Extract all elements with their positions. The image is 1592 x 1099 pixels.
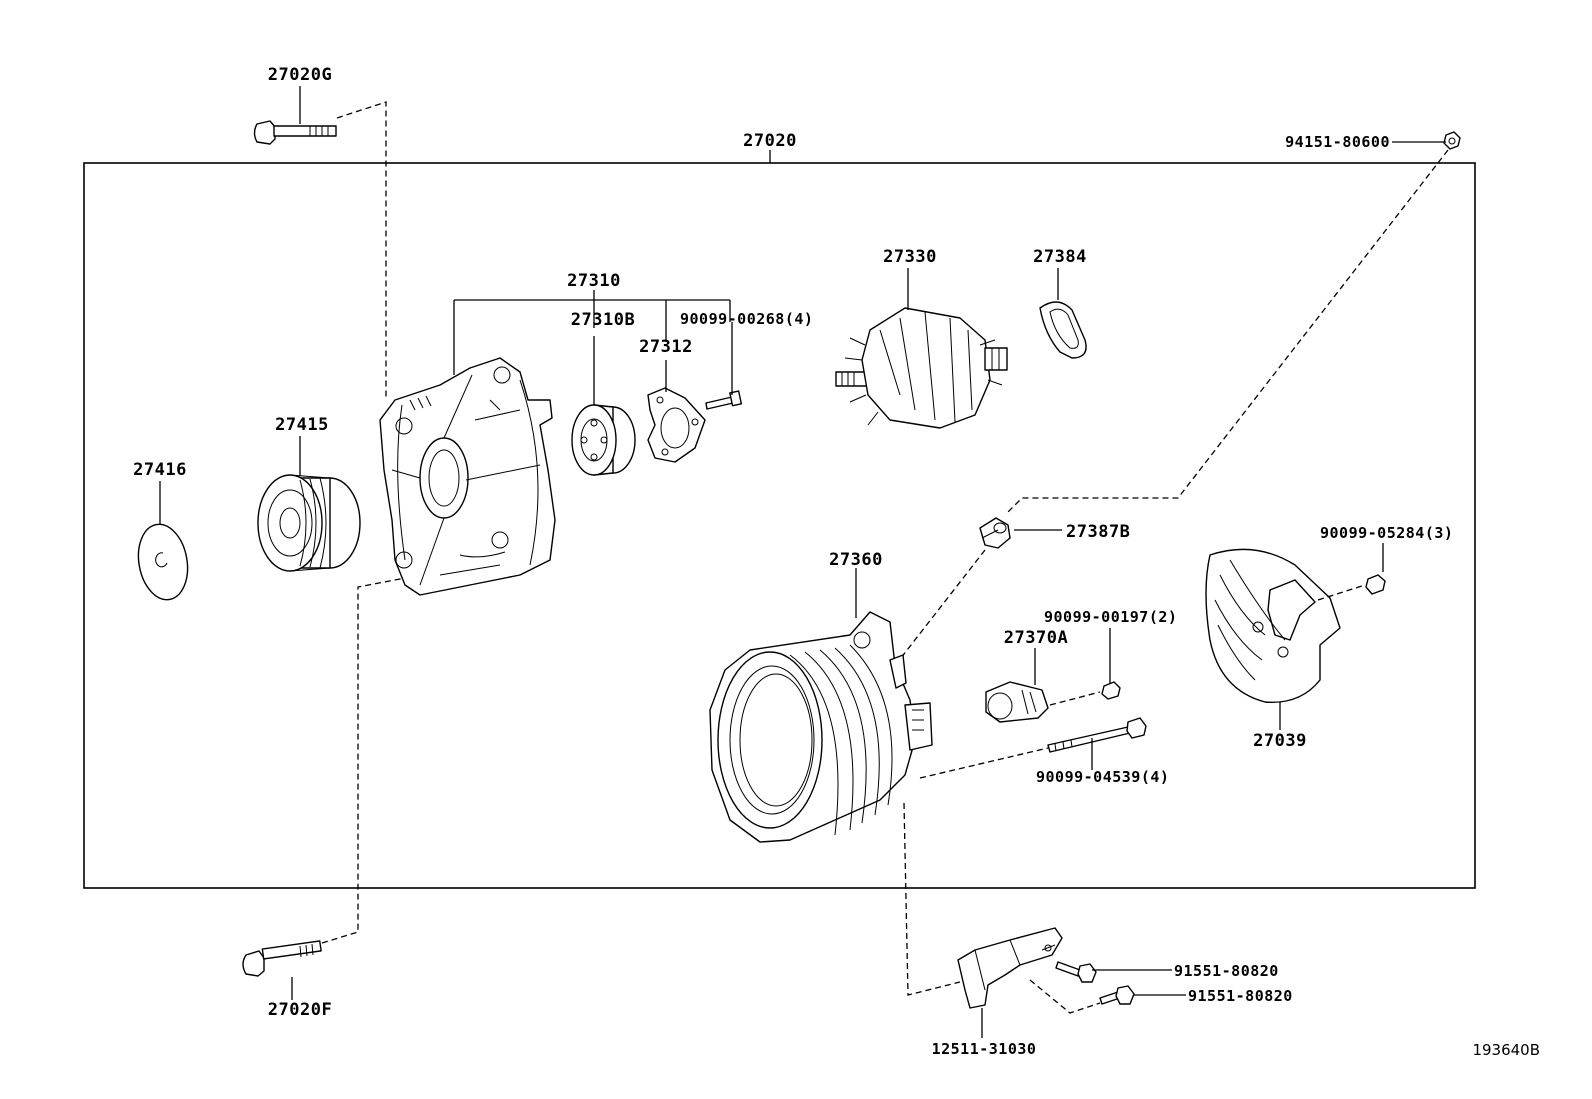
rotor-27330-drawing — [835, 307, 1008, 429]
rear-cover-27039-drawing — [1205, 548, 1341, 704]
label-27370a: 27370A — [1004, 628, 1068, 648]
assembly-frame — [83, 162, 1476, 889]
pulley-27415-drawing — [257, 474, 361, 572]
label-27330: 27330 — [883, 247, 937, 267]
label-94151-80600: 94151-80600 — [1285, 133, 1390, 151]
label-90099-00197: 90099-00197(2) — [1044, 608, 1177, 626]
label-27020: 27020 — [743, 131, 797, 151]
label-90099-04539: 90099-04539(4) — [1036, 768, 1169, 786]
bolt-90099-04539-drawing — [1047, 717, 1147, 753]
ring-27384-drawing — [1039, 301, 1087, 359]
bolt-91551-80820b-drawing — [1099, 985, 1135, 1005]
label-27310: 27310 — [567, 271, 621, 291]
figure-number: 193640B — [1472, 1041, 1540, 1059]
label-90099-00268: 90099-00268(4) — [680, 310, 813, 328]
cap-27416-drawing — [137, 523, 189, 601]
label-27039: 27039 — [1253, 731, 1307, 751]
insulator-27387b-drawing — [979, 517, 1011, 549]
bearing-27310b-drawing — [571, 404, 636, 476]
label-90099-05284: 90099-05284(3) — [1320, 524, 1453, 542]
label-27312: 27312 — [639, 337, 693, 357]
label-91551-80820-upper: 91551-80820 — [1174, 962, 1279, 980]
regulator-27370a-drawing — [985, 681, 1049, 723]
bracket-12511-31030-drawing — [957, 927, 1063, 1009]
bolt-27020g-drawing — [253, 120, 337, 145]
nut-94151-80600-drawing — [1443, 131, 1461, 150]
rectifier-end-frame-27360-drawing — [709, 611, 933, 843]
label-27310b: 27310B — [571, 310, 635, 330]
label-27360: 27360 — [829, 550, 883, 570]
label-27415: 27415 — [275, 415, 329, 435]
label-27384: 27384 — [1033, 247, 1087, 267]
drive-end-frame-drawing — [379, 357, 556, 596]
label-27020g: 27020G — [268, 65, 332, 85]
bolt-27020f-drawing — [242, 940, 322, 977]
label-27020f: 27020F — [268, 1000, 332, 1020]
retainer-27312-drawing — [647, 387, 706, 463]
label-12511-31030: 12511-31030 — [932, 1040, 1037, 1058]
screw-90099-00197-drawing — [1101, 681, 1121, 700]
nut-90099-05284-drawing — [1365, 574, 1386, 595]
bolt-91551-80820a-drawing — [1055, 961, 1097, 983]
label-27387b: 27387B — [1066, 522, 1130, 542]
label-91551-80820-lower: 91551-80820 — [1188, 987, 1293, 1005]
screw-90099-00268-drawing — [705, 390, 743, 410]
label-27416: 27416 — [133, 460, 187, 480]
